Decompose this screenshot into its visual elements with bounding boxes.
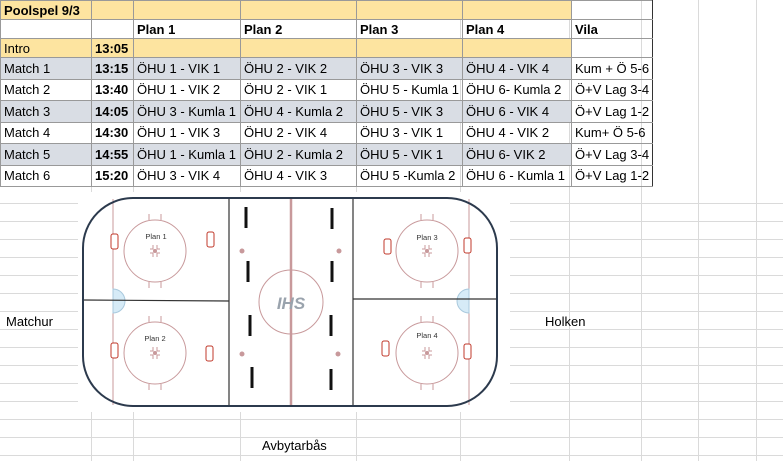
rink-boards	[82, 197, 498, 407]
plan-4-cell[interactable]: ÖHU 4 - VIK 4	[461, 57, 572, 80]
match-label[interactable]: Match 5	[0, 143, 92, 166]
match-time[interactable]: 15:20	[91, 164, 134, 187]
plan-2-cell[interactable]: ÖHU 2 - Kumla 2	[240, 143, 357, 166]
plan-3-cell[interactable]: ÖHU 5 -Kumla 2	[356, 164, 463, 187]
plan-3-cell[interactable]: ÖHU 5 - VIK 1	[356, 143, 463, 166]
rink-background	[78, 192, 510, 412]
faceoff-hash	[148, 316, 162, 390]
matchur-label: Matchur	[6, 314, 53, 329]
plan-2-label: Plan 2	[144, 334, 165, 343]
faceoff-hash	[420, 316, 434, 390]
plan-1-cell[interactable]: ÖHU 1 - VIK 2	[133, 78, 241, 101]
header-plan-2[interactable]: Plan 2	[240, 19, 357, 39]
plan-1-cell[interactable]: ÖHU 1 - VIK 1	[133, 57, 241, 80]
faceoff-dots	[153, 248, 429, 357]
plan-4-cell[interactable]: ÖHU 6 - VIK 4	[461, 100, 572, 123]
vila-cell[interactable]: Ö+V Lag 3-4	[570, 78, 654, 101]
ihs-logo: IHS	[277, 294, 306, 313]
plan-3-cell[interactable]: ÖHU 5 - VIK 3	[356, 100, 463, 123]
plan-2-cell[interactable]: ÖHU 2 - VIK 2	[240, 57, 357, 80]
header-plan-1[interactable]: Plan 1	[133, 19, 241, 39]
intro-time[interactable]: 13:05	[91, 38, 134, 58]
plan-1-cell[interactable]: ÖHU 1 - VIK 3	[133, 121, 241, 144]
plan-2-cell[interactable]: ÖHU 4 - Kumla 2	[240, 100, 357, 123]
plan-3-cell[interactable]: ÖHU 5 - Kumla 1	[356, 78, 463, 101]
plan-4-cell[interactable]: ÖHU 4 - VIK 2	[461, 121, 572, 144]
match-label[interactable]: Match 4	[0, 121, 92, 144]
match-time[interactable]: 14:05	[91, 100, 134, 123]
half-divider-left	[82, 299, 230, 302]
plan-2-cell[interactable]: ÖHU 2 - VIK 1	[240, 78, 357, 101]
match-time[interactable]: 14:55	[91, 143, 134, 166]
plan-1-label: Plan 1	[145, 232, 166, 241]
faceoff-circle-1	[123, 219, 187, 283]
plan-3-cell[interactable]: ÖHU 3 - VIK 3	[356, 57, 463, 80]
bench-markers	[244, 207, 334, 390]
faceoff-circle-2	[123, 321, 187, 385]
avbytarbas-label: Avbytarbås	[262, 438, 327, 453]
plan-4-cell[interactable]: ÖHU 6- Kumla 2	[461, 78, 572, 101]
plan-3-cell[interactable]: ÖHU 3 - VIK 1	[356, 121, 463, 144]
plan-4-label: Plan 4	[416, 331, 437, 340]
match-label[interactable]: Match 2	[0, 78, 92, 101]
center-circle	[258, 269, 324, 335]
plan-3-label: Plan 3	[416, 233, 437, 242]
plan-4-cell[interactable]: ÖHU 6 - Kumla 1	[461, 164, 572, 187]
vila-cell[interactable]: Ö+V Lag 1-2	[570, 100, 654, 123]
crease-right	[456, 288, 470, 314]
vila-cell[interactable]: Kum + Ö 5-6	[570, 57, 654, 80]
intro-label[interactable]: Intro	[0, 38, 92, 58]
faceoff-circle-4	[395, 321, 459, 385]
plan-1-cell[interactable]: ÖHU 3 - Kumla 1	[133, 100, 241, 123]
plan-4-cell[interactable]: ÖHU 6- VIK 2	[461, 143, 572, 166]
plan-2-cell[interactable]: ÖHU 2 - VIK 4	[240, 121, 357, 144]
match-time[interactable]: 14:30	[91, 121, 134, 144]
match-time[interactable]: 13:15	[91, 57, 134, 80]
faceoff-hash	[420, 214, 434, 288]
plan-1-cell[interactable]: ÖHU 3 - VIK 4	[133, 164, 241, 187]
crease-left	[112, 288, 126, 314]
faceoff-hash	[148, 214, 162, 288]
goal-icons	[110, 231, 472, 362]
vila-cell[interactable]: Ö+V Lag 1-2	[570, 164, 654, 187]
match-label[interactable]: Match 3	[0, 100, 92, 123]
plan-2-cell[interactable]: ÖHU 4 - VIK 3	[240, 164, 357, 187]
faceoff-circle-3	[395, 219, 459, 283]
match-label[interactable]: Match 1	[0, 57, 92, 80]
holken-label: Holken	[545, 314, 586, 329]
